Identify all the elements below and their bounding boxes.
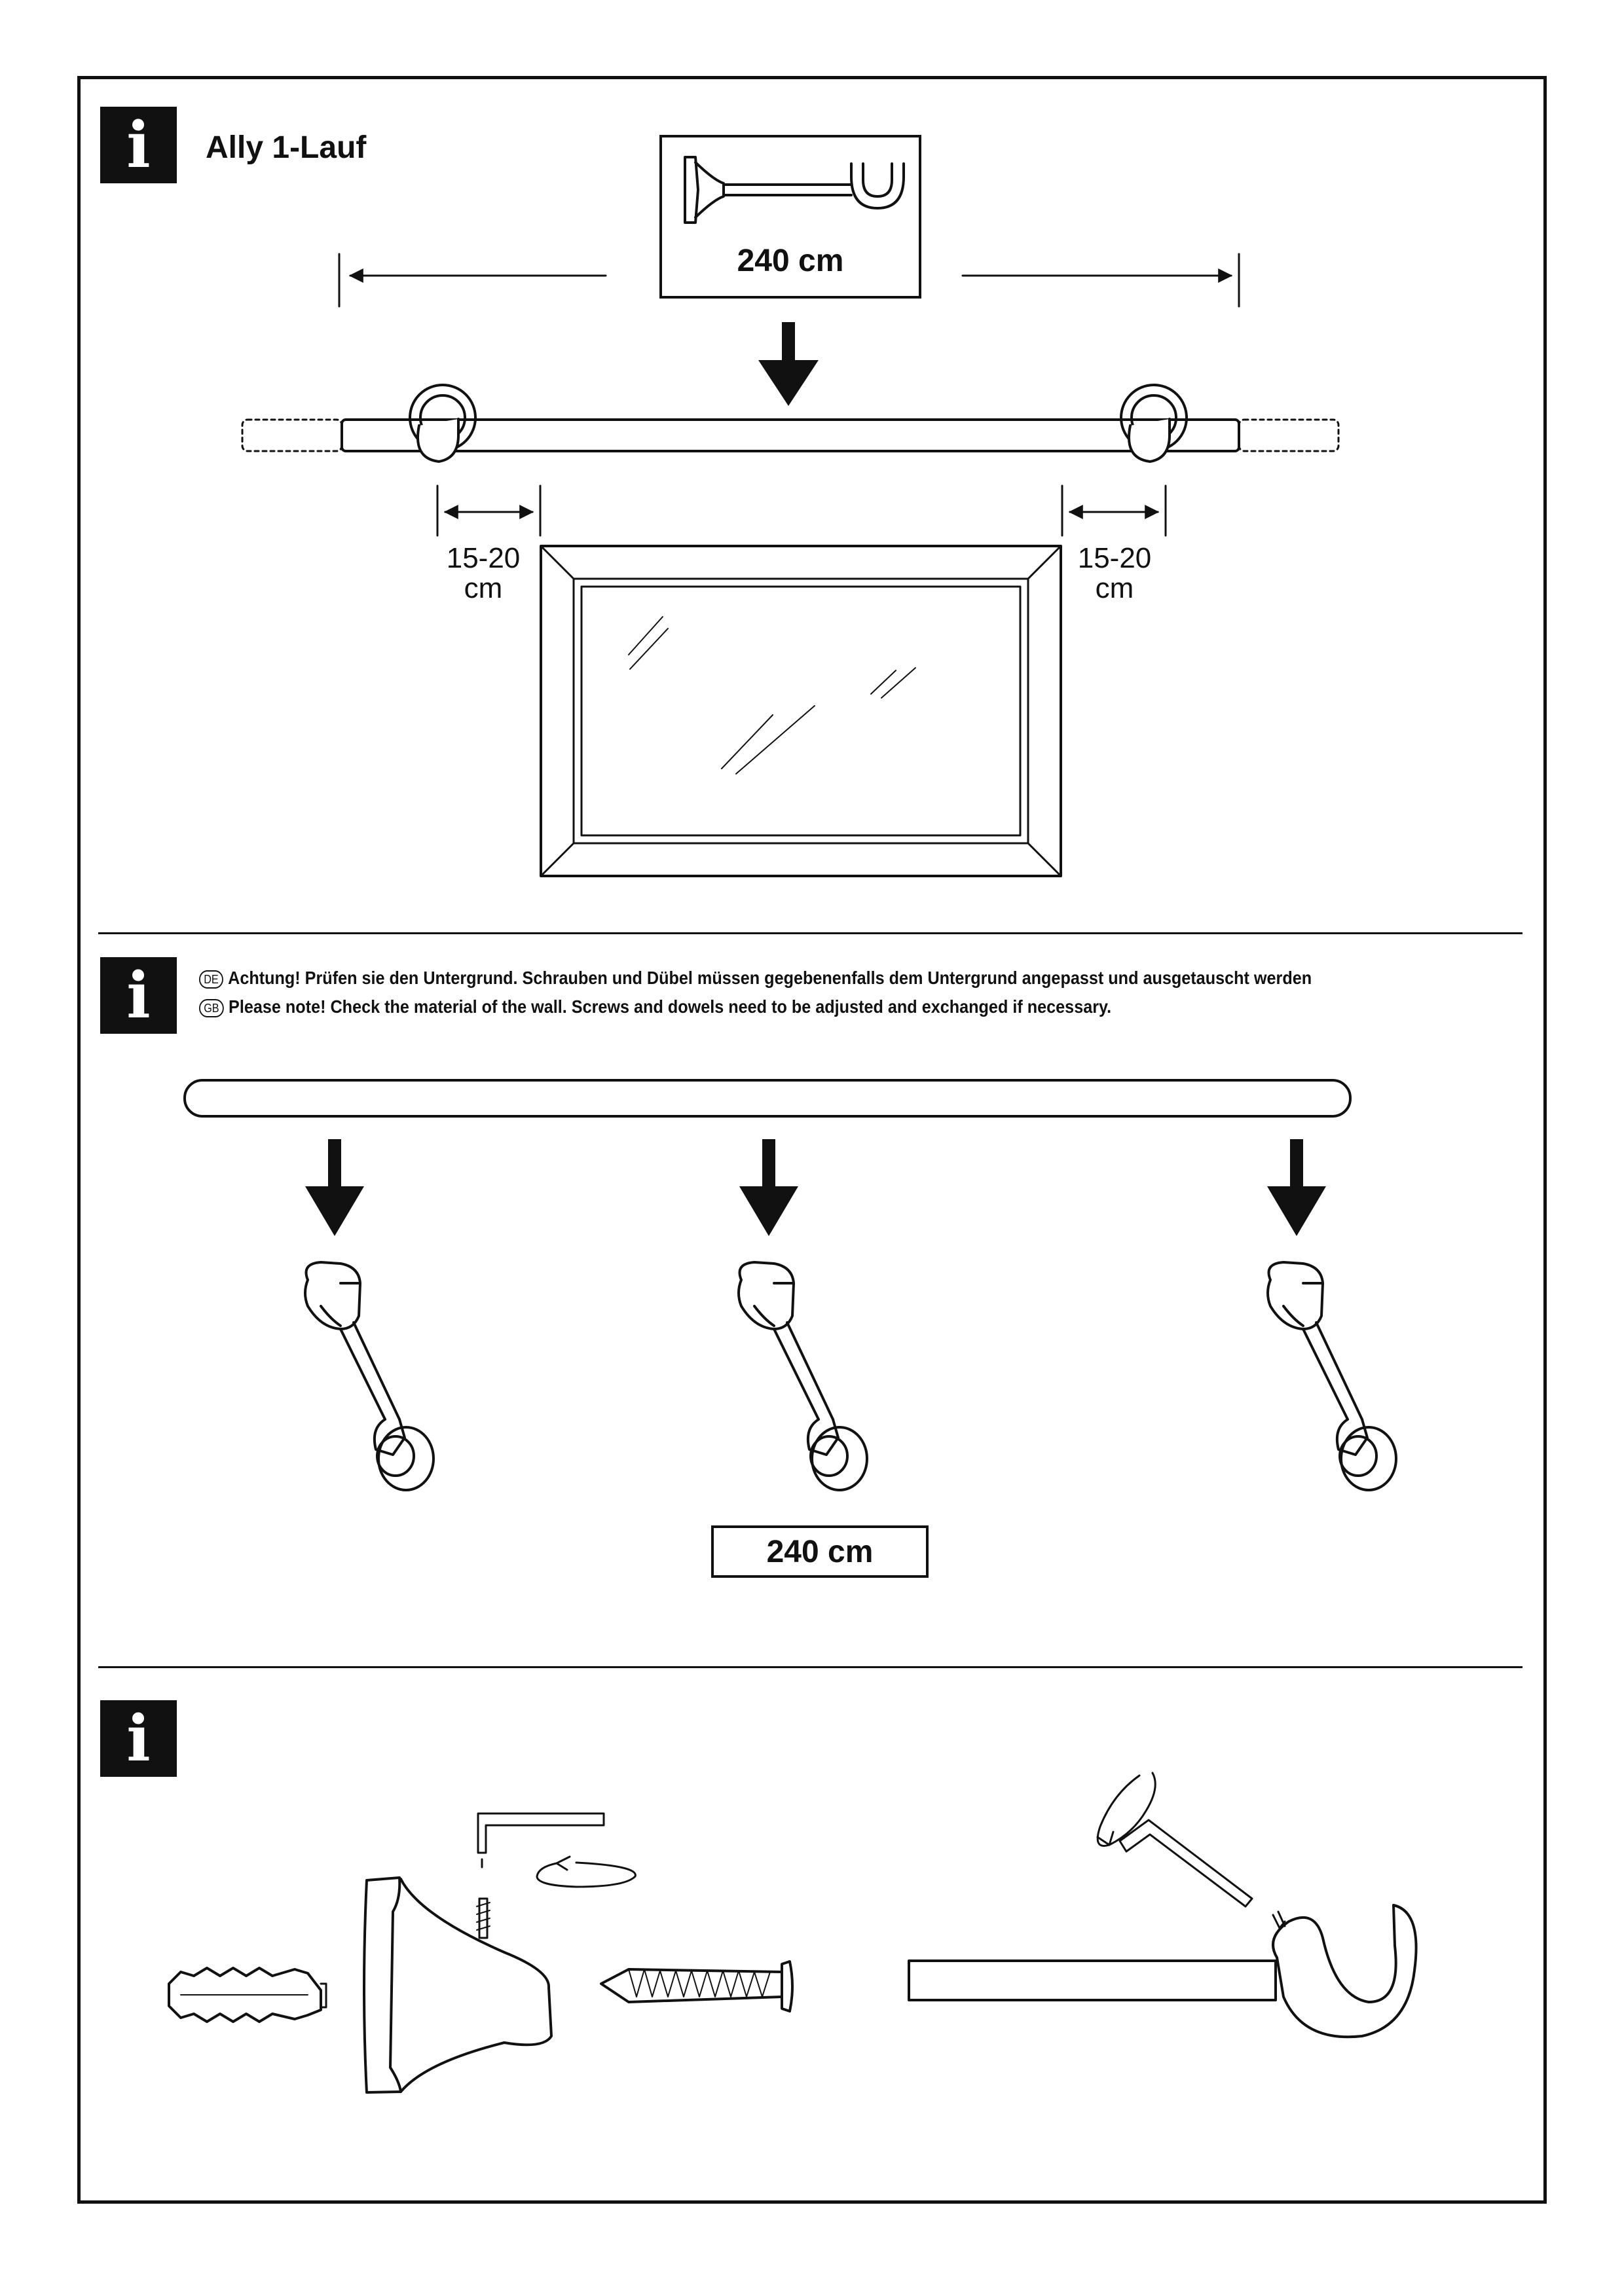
info-icon: i <box>100 107 177 183</box>
note-german-text: Achtung! Prüfen sie den Untergrund. Schr… <box>228 968 1312 988</box>
section-divider <box>98 1666 1522 1668</box>
rod-length-label: 240 cm <box>766 1534 874 1569</box>
wall-base-icon <box>363 1876 553 2094</box>
support-bracket-1 <box>304 1261 435 1491</box>
left-gap-value: 15-20 <box>446 542 521 574</box>
page-frame <box>77 76 1547 2204</box>
info-icon: i <box>100 1700 177 1777</box>
right-gap-unit: cm <box>1095 572 1134 605</box>
rod-length-box: 240 cm <box>711 1525 929 1578</box>
note-english-text: Please note! Check the material of the w… <box>229 996 1112 1017</box>
right-gap-label: 15-20 cm <box>1069 543 1160 604</box>
flag-gb-icon: GB <box>199 998 224 1017</box>
bracket-icon <box>684 156 905 224</box>
left-gap-label: 15-20 cm <box>437 543 529 604</box>
support-bracket-3 <box>1266 1261 1397 1491</box>
support-bracket-2 <box>737 1261 868 1491</box>
rod-with-bracket-icon <box>908 1904 1418 2039</box>
flag-de-icon: DE <box>199 970 223 989</box>
rod-length-label: 240 cm <box>737 244 844 278</box>
wall-plug-icon <box>168 1967 327 2023</box>
note-english: GB Please note! Check the material of the… <box>199 996 1111 1017</box>
info-icon: i <box>100 957 177 1034</box>
section-divider <box>98 932 1522 934</box>
window-illustration <box>540 545 1062 877</box>
right-gap-value: 15-20 <box>1077 542 1152 574</box>
note-german: DE Achtung! Prüfen sie den Untergrund. Sc… <box>199 968 1312 989</box>
page-title: Ally 1-Lauf <box>206 130 367 165</box>
screw-icon <box>600 1960 794 2013</box>
left-gap-unit: cm <box>464 572 503 605</box>
bracket-length-box: 240 cm <box>659 135 921 299</box>
